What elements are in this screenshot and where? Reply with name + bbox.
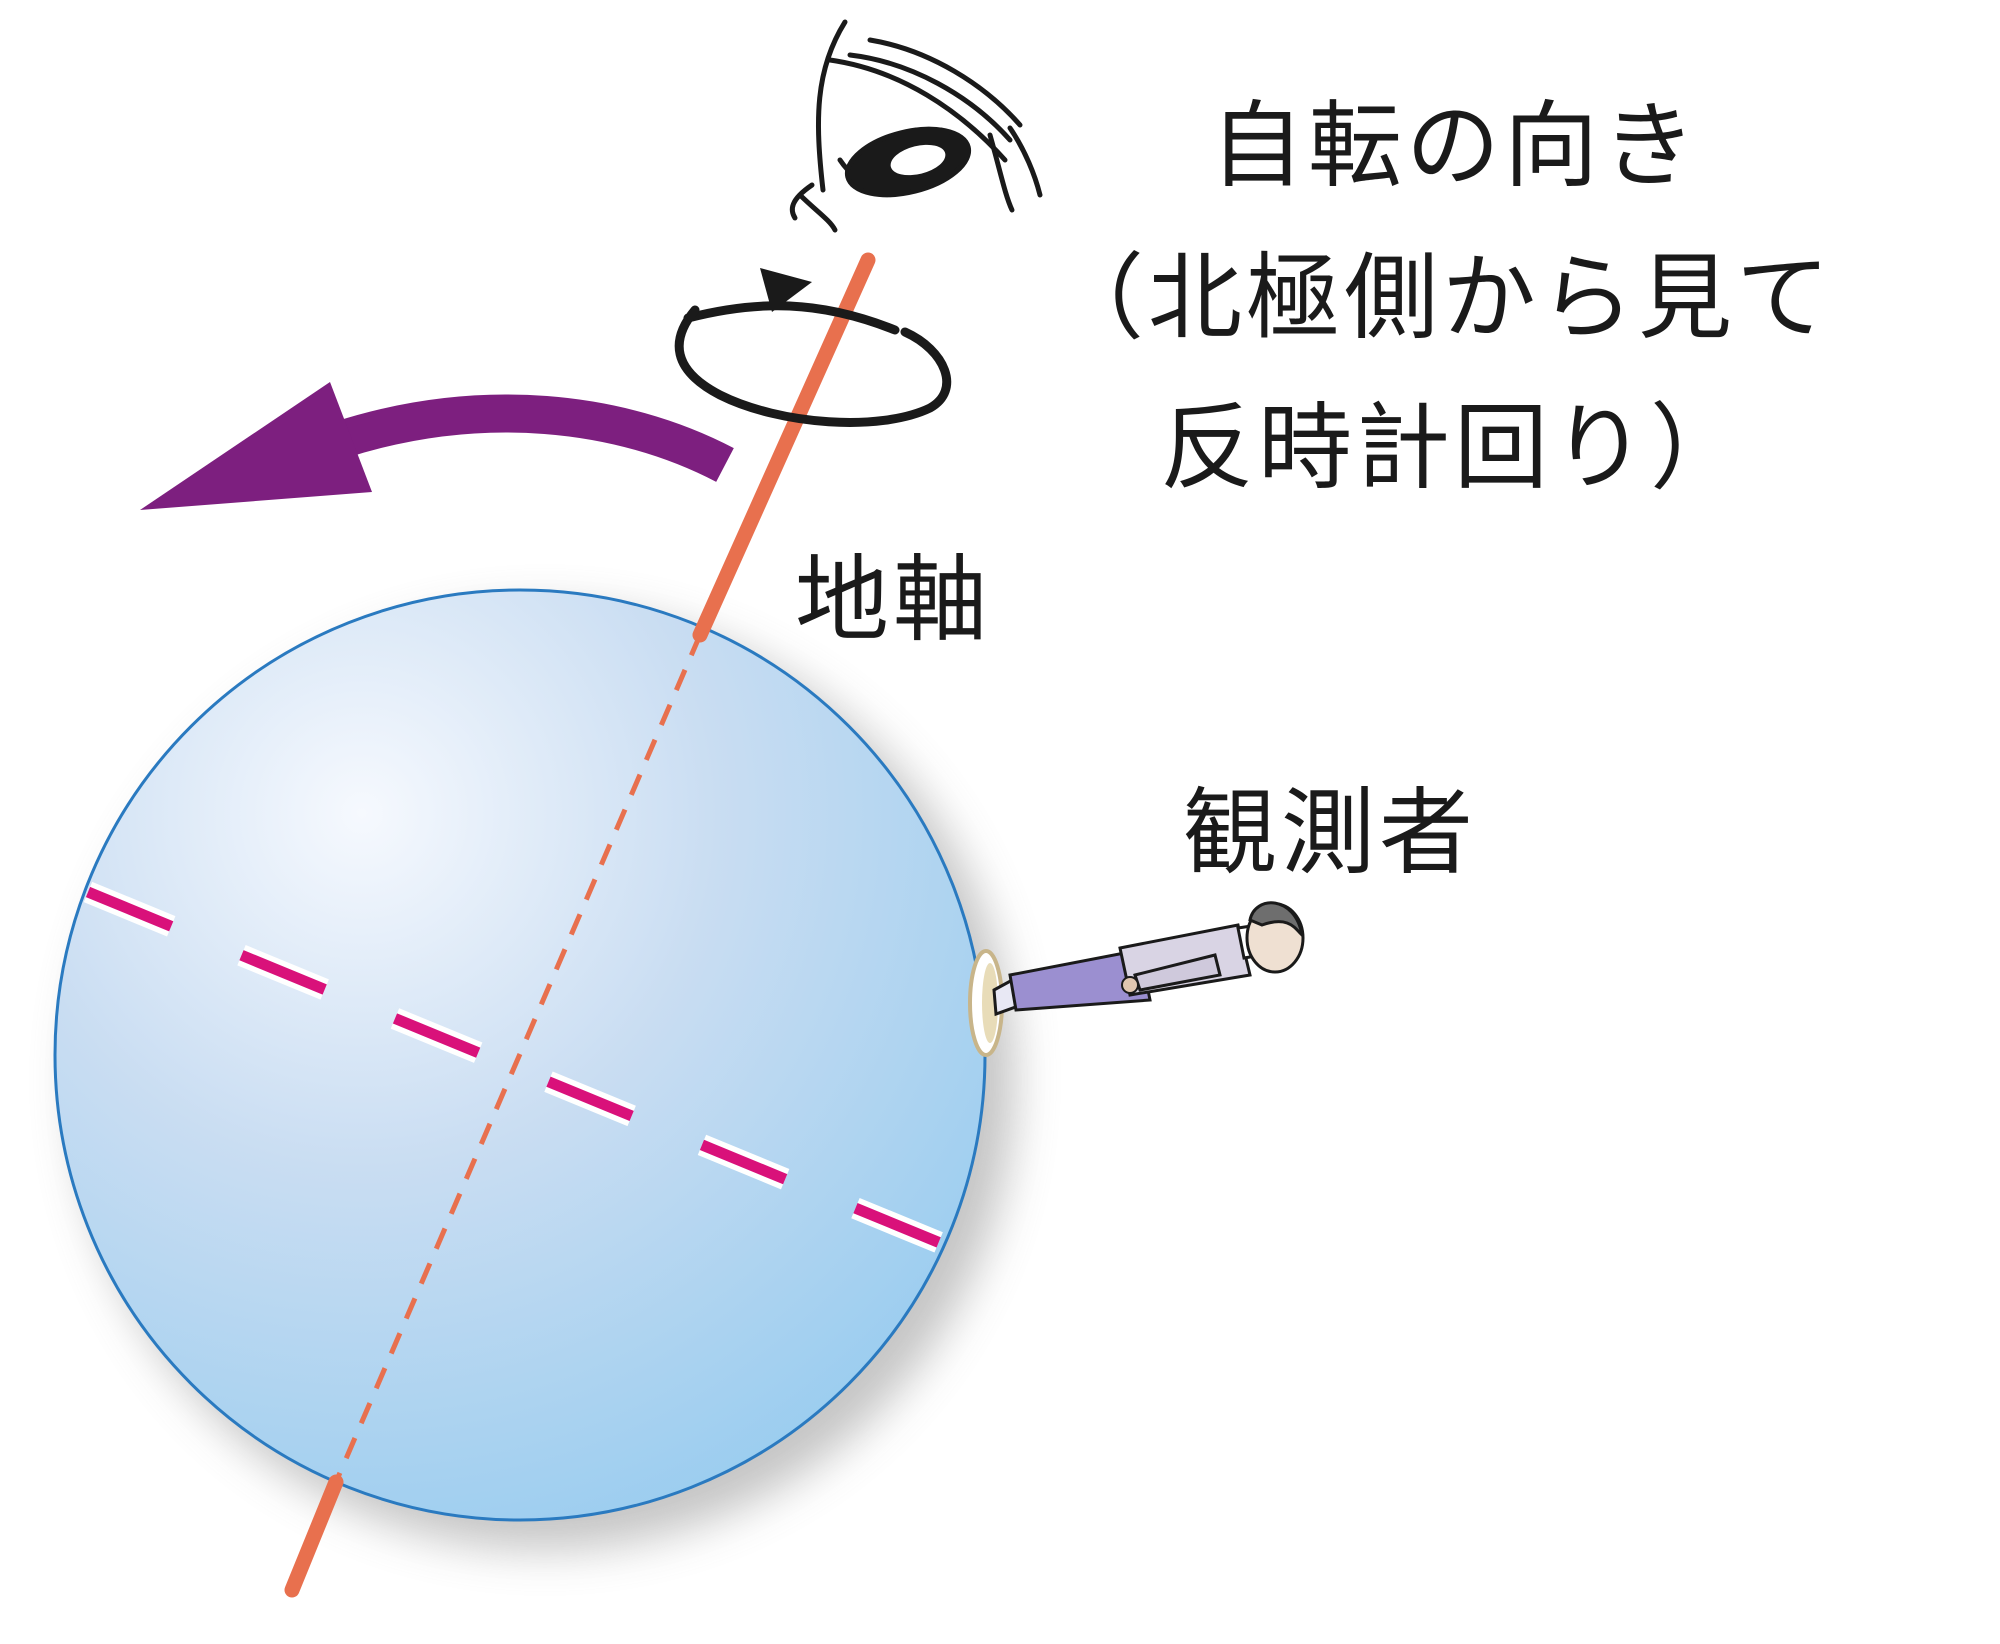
earth-axis-inner [333, 634, 703, 1483]
spin-arrow-icon [674, 268, 952, 427]
person-figure-icon [968, 901, 1305, 1057]
rotation-title: 自転の向き [1210, 92, 1700, 201]
earth-axis-bottom [284, 1474, 344, 1598]
axis-label: 地軸 [795, 546, 991, 655]
rotation-detail-line-2: 反時計回り） [1160, 394, 1748, 503]
eye-icon [789, 19, 1043, 233]
observer-label: 観測者 [1183, 779, 1477, 888]
earth-axis-top [692, 252, 876, 643]
curved-arrow-icon [140, 382, 734, 510]
rotation-detail-line-1: （北極側から見て [1050, 244, 1834, 353]
